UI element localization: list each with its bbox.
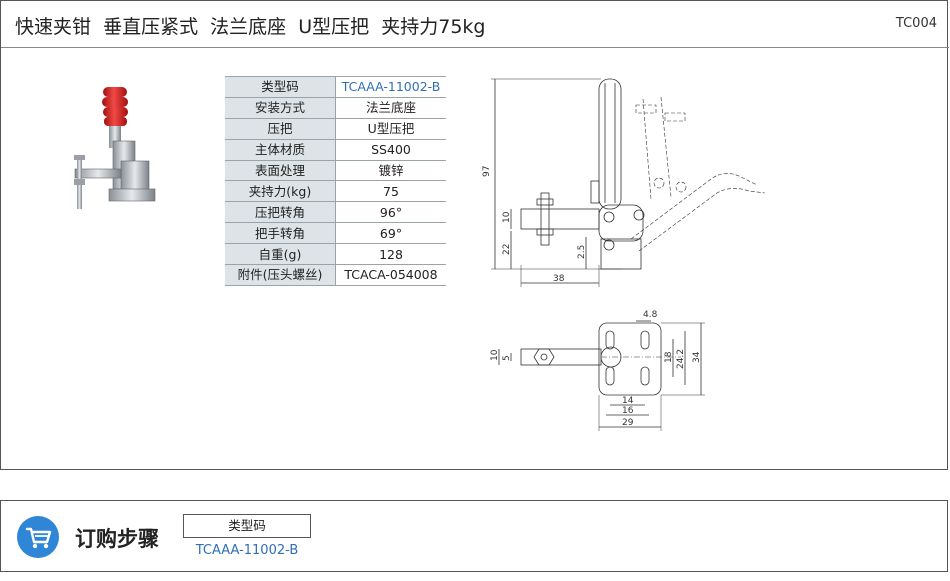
dim-22: 22 [502, 244, 512, 255]
side-view-drawing: 97 10 22 2.5 38 [482, 78, 766, 287]
product-panel: 快速夹钳 垂直压紧式 法兰底座 U型压把 夹持力75kg TC004 [0, 0, 949, 470]
spec-key: 安装方式 [225, 96, 336, 119]
dim-18: 18 [664, 351, 674, 363]
order-steps-title: 订购步骤 [75, 527, 159, 551]
spec-value: SS400 [335, 138, 446, 161]
spec-key: 夹持力(kg) [225, 180, 336, 203]
product-code: TC004 [895, 16, 937, 31]
top-view-drawing: 10 5 18 24.2 34 4.8 14 16 29 [490, 310, 705, 431]
shopping-cart-icon [17, 516, 59, 558]
spec-key: 压把转角 [225, 201, 336, 224]
title-bar: 快速夹钳 垂直压紧式 法兰底座 U型压把 夹持力75kg TC004 [1, 1, 949, 48]
dim-5-top: 5 [502, 355, 512, 361]
spec-value: 镀锌 [335, 159, 446, 182]
spec-key: 自重(g) [225, 243, 336, 266]
spec-value: TCACA-054008 [335, 264, 446, 286]
type-code-label-box: 类型码 [183, 514, 311, 538]
dim-38: 38 [553, 274, 565, 284]
spec-row: 附件(压头螺丝)TCACA-054008 [225, 264, 446, 286]
dim-16: 16 [622, 406, 634, 416]
dim-2-5: 2.5 [577, 245, 587, 259]
spec-key: 类型码 [225, 76, 336, 98]
dim-97: 97 [482, 166, 492, 177]
order-panel: 订购步骤 类型码 TCAAA-11002-B [0, 500, 948, 572]
product-title: 快速夹钳 垂直压紧式 法兰底座 U型压把 夹持力75kg [15, 16, 486, 38]
spec-key: 表面处理 [225, 159, 336, 182]
spec-value: 69° [335, 222, 446, 245]
dim-4-8: 4.8 [643, 310, 658, 320]
spec-value: 128 [335, 243, 446, 266]
dim-10: 10 [502, 211, 512, 223]
spec-value[interactable]: TCAAA-11002-B [335, 76, 446, 98]
dim-14: 14 [622, 396, 634, 406]
spec-key: 主体材质 [225, 138, 336, 161]
spec-key: 把手转角 [225, 222, 336, 245]
spec-key: 附件(压头螺丝) [225, 264, 336, 286]
spec-value: U型压把 [335, 117, 446, 140]
spec-row: 表面处理镀锌 [225, 159, 446, 182]
spec-value: 96° [335, 201, 446, 224]
spec-row: 安装方式法兰底座 [225, 96, 446, 119]
dim-24-2: 24.2 [676, 349, 686, 369]
product-photo [74, 87, 156, 209]
dim-10-top: 10 [490, 349, 500, 361]
spec-row: 夹持力(kg)75 [225, 180, 446, 203]
type-code-value[interactable]: TCAAA-11002-B [195, 543, 299, 558]
dim-34: 34 [692, 351, 702, 363]
spec-value: 75 [335, 180, 446, 203]
spec-value: 法兰底座 [335, 96, 446, 119]
dim-29: 29 [622, 418, 634, 428]
spec-row: 自重(g)128 [225, 243, 446, 266]
spec-key: 压把 [225, 117, 336, 140]
